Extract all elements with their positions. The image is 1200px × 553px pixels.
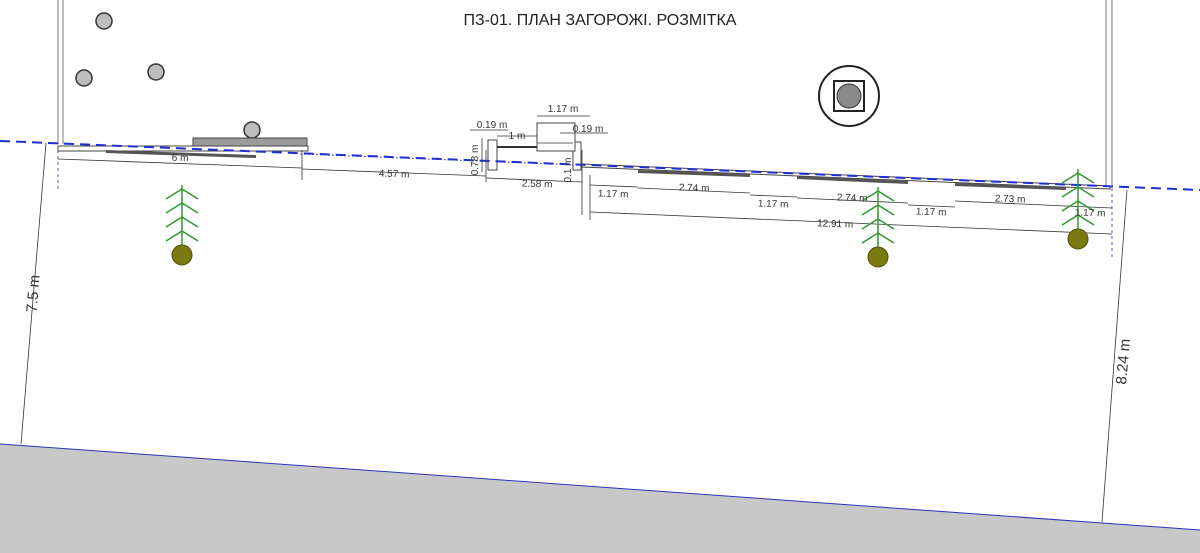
dim-line-8-24m: [1101, 189, 1128, 523]
gate: [487, 122, 582, 171]
dim-line-2-73m: [954, 200, 1067, 207]
dim-label-8-24m: 8.24 m: [1113, 338, 1134, 385]
property-boundary-line: [0, 140, 1200, 191]
ground-area: [0, 444, 1200, 553]
dim-line-12-91m: [589, 211, 1113, 235]
dim-line-2-58m: [485, 177, 583, 183]
utility-circle-icon: [95, 12, 113, 30]
utility-circle-icon: [243, 121, 261, 139]
dim-label-2-73m: 2.73 m: [995, 193, 1026, 205]
dim-label-2-74m-a: 2.74 m: [679, 182, 710, 194]
dim-label-4-57m: 4.57 m: [379, 168, 410, 180]
dim-line-2-74m-b: [796, 197, 909, 204]
dim-line-1-17m-b: [749, 194, 798, 198]
utility-circle-icon: [147, 63, 165, 81]
dim-label-12-91m: 12.91 m: [817, 218, 854, 231]
dim-line-2-74m-a: [637, 187, 751, 194]
dim-line-1-17m-a: [589, 184, 639, 188]
dim-label-0-78m: 0.78 m: [470, 145, 481, 176]
dim-label-1-17m-a: 1.17 m: [598, 188, 629, 200]
building-wall-left: [57, 0, 64, 144]
dim-label-2-58m: 2.58 m: [522, 178, 553, 190]
dim-label-1m: 1 m: [509, 131, 526, 142]
dim-line-1-17m-c: [907, 204, 956, 208]
dim-label-2-74m-b: 2.74 m: [837, 192, 868, 204]
tree-icon: [165, 185, 199, 266]
dim-line-6m: [57, 158, 303, 169]
dim-label-1-17m-d: 1.17 m: [1075, 207, 1106, 219]
dim-label-0-19m-a: 0.19 m: [477, 120, 508, 131]
well-icon: [818, 65, 880, 127]
dim-line-7-5m: [20, 142, 47, 445]
dim-label-7-5m: 7.5 m: [23, 274, 43, 313]
dim-label-6m: 6 m: [172, 153, 189, 165]
building-wall-right: [1105, 0, 1113, 186]
dim-label-0-19m-b: 0.19 m: [573, 124, 604, 135]
dim-label-1-17m-c: 1.17 m: [916, 206, 947, 218]
fence-cap: [192, 137, 308, 147]
page-title: ПЗ-01. ПЛАН ЗАГОРОЖІ. РОЗМІТКА: [463, 12, 737, 29]
fence-section: [106, 150, 256, 158]
tree-icon: [861, 187, 895, 268]
dim-label-0-1m: 0.1 m: [563, 157, 574, 182]
utility-circle-icon: [75, 69, 93, 87]
ground-edge-line: [0, 443, 1200, 531]
tree-icon: [1061, 169, 1095, 250]
dim-label-gate-1-17m: 1.17 m: [548, 104, 579, 115]
dim-line-4-57m: [301, 168, 487, 177]
dim-label-1-17m-b: 1.17 m: [758, 198, 789, 210]
